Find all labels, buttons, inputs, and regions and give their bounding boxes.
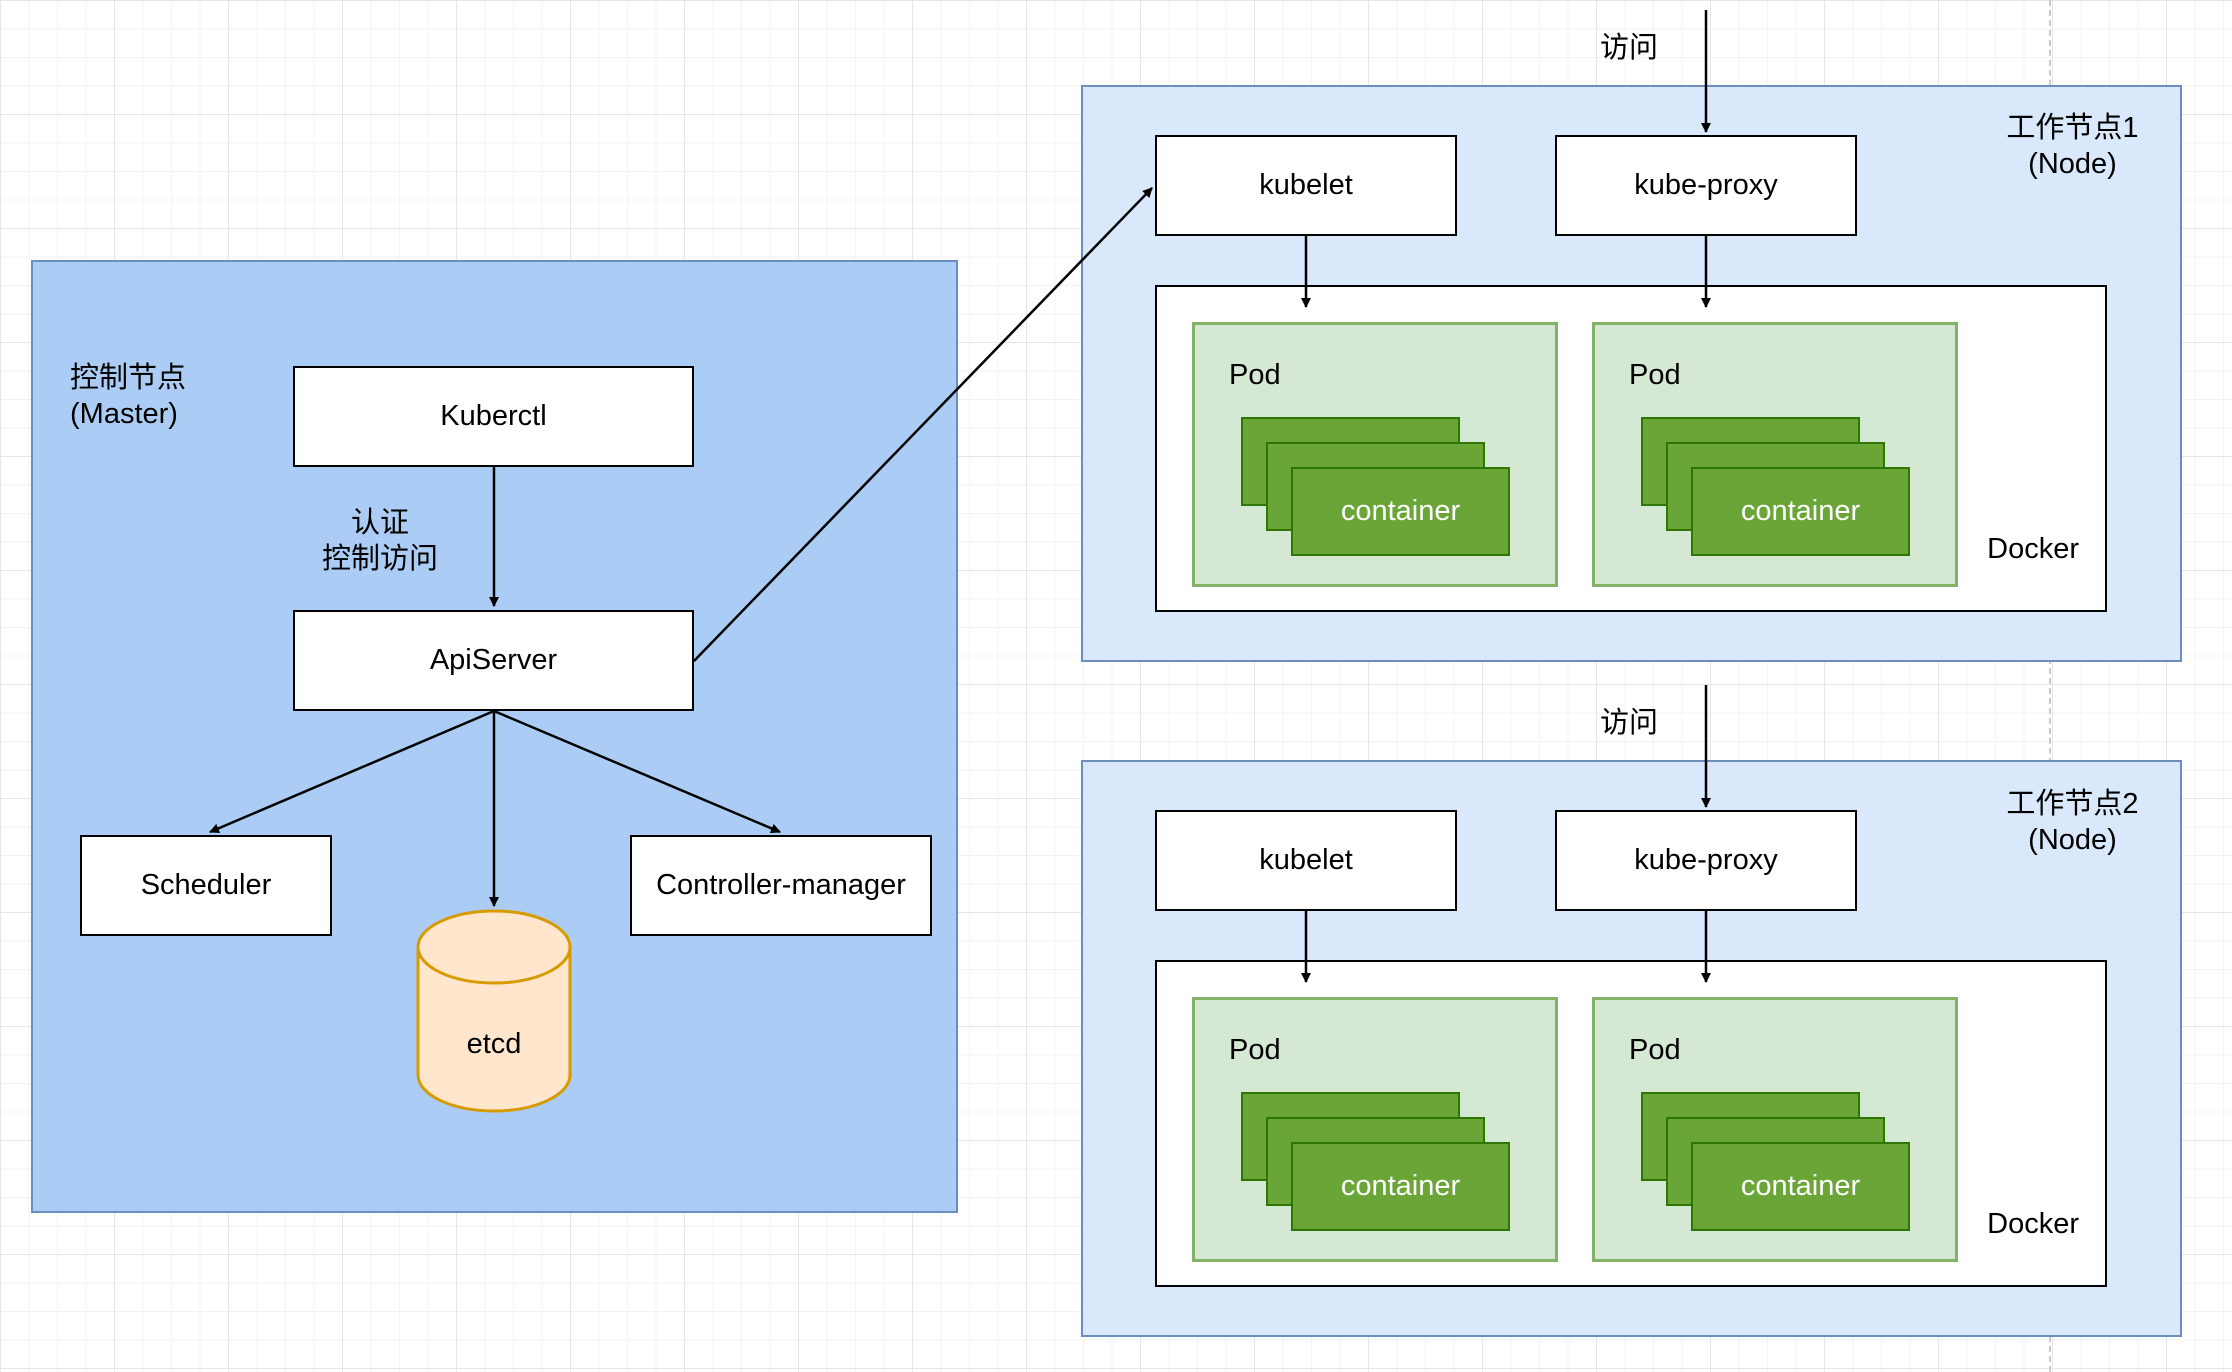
- worker-node-1-kubelet-label: kubelet: [1259, 169, 1353, 201]
- worker-node-1-pod-2-container[interactable]: container: [1691, 467, 1910, 556]
- apiserver-box[interactable]: ApiServer: [293, 610, 694, 711]
- worker-node-2-pod-1-container[interactable]: container: [1291, 1142, 1510, 1231]
- etcd-cylinder[interactable]: [416, 909, 572, 1113]
- container-label: container: [1740, 1170, 1861, 1202]
- pod-label: Pod: [1629, 1034, 1681, 1066]
- worker-node-2-pod-2-container[interactable]: container: [1691, 1142, 1910, 1231]
- worker-node-1-kubelet-box[interactable]: kubelet: [1155, 135, 1457, 236]
- container-label: container: [1340, 495, 1461, 527]
- master-title-line2: (Master): [70, 398, 178, 430]
- worker-node-2-kube-proxy-label: kube-proxy: [1634, 844, 1778, 876]
- auth-label-line1: 认证: [350, 507, 409, 539]
- pod-label: Pod: [1229, 1034, 1281, 1066]
- worker-node-2-title-line2: (Node): [2028, 824, 2117, 856]
- container-label: container: [1740, 495, 1861, 527]
- edge-apiserver-scheduler: [209, 709, 495, 834]
- worker-node-2-access-label: 访问: [1600, 707, 1659, 739]
- edge-apiserver-kubelet-node1: [693, 187, 1153, 662]
- container-label: container: [1340, 1170, 1461, 1202]
- worker-node-2-title: 工作节点2 (Node): [1990, 786, 2155, 858]
- worker-node-1-title: 工作节点1 (Node): [1990, 110, 2155, 182]
- controller-manager-label: Controller-manager: [656, 869, 906, 901]
- apiserver-label: ApiServer: [429, 644, 558, 676]
- etcd-label-wrap: etcd: [416, 1022, 572, 1066]
- kubectl-box[interactable]: Kuberctl: [293, 366, 694, 467]
- worker-node-1-kube-proxy-label: kube-proxy: [1634, 169, 1778, 201]
- worker-node-1-docker-label: Docker: [1987, 533, 2079, 565]
- worker-node-1-pod-1-container[interactable]: container: [1291, 467, 1510, 556]
- guide-line: [2049, 0, 2051, 1372]
- auth-label: 认证 控制访问: [300, 505, 460, 577]
- auth-label-line2: 控制访问: [321, 543, 438, 575]
- worker-node-2-title-line1: 工作节点2: [2006, 788, 2139, 820]
- worker-node-2-kube-proxy-box[interactable]: kube-proxy: [1555, 810, 1857, 911]
- pod-label: Pod: [1629, 359, 1681, 391]
- etcd-label: etcd: [466, 1028, 522, 1060]
- worker-node-1-kube-proxy-box[interactable]: kube-proxy: [1555, 135, 1857, 236]
- controller-manager-box[interactable]: Controller-manager: [630, 835, 932, 936]
- master-title-line1: 控制节点: [70, 362, 187, 394]
- kubectl-label: Kuberctl: [440, 400, 547, 432]
- scheduler-label: Scheduler: [140, 869, 272, 901]
- worker-node-1-access-label: 访问: [1600, 32, 1659, 64]
- worker-node-2-docker-label: Docker: [1987, 1208, 2079, 1240]
- worker-node-2-kubelet-box[interactable]: kubelet: [1155, 810, 1457, 911]
- scheduler-box[interactable]: Scheduler: [80, 835, 332, 936]
- worker-node-2-kubelet-label: kubelet: [1259, 844, 1353, 876]
- worker-node-1-title-line2: (Node): [2028, 148, 2117, 180]
- master-title: 控制节点 (Master): [70, 360, 186, 432]
- edge-apiserver-controller: [493, 709, 781, 834]
- pod-label: Pod: [1229, 359, 1281, 391]
- worker-node-1-title-line1: 工作节点1: [2006, 112, 2139, 144]
